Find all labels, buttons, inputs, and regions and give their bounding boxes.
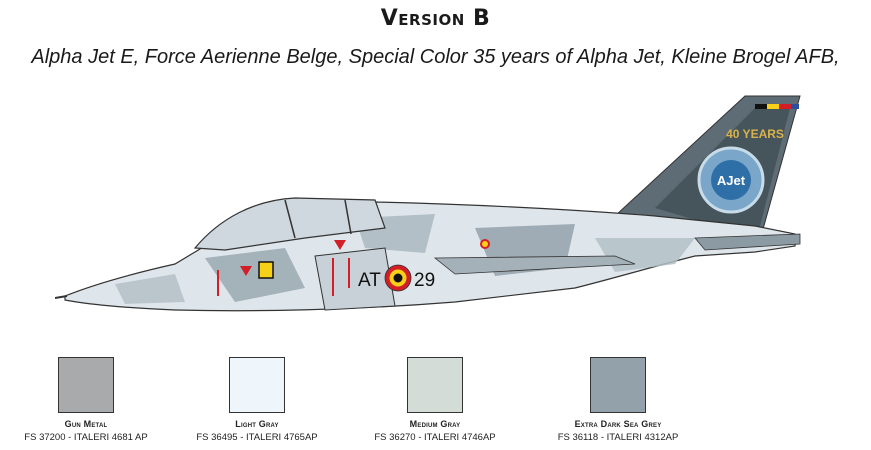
nose-probe <box>55 295 68 299</box>
swatch-code: FS 36118 - ITALERI 4312AP <box>557 432 679 443</box>
serial-code: AT <box>358 270 381 291</box>
swatch-code: FS 36495 - ITALERI 4765AP <box>196 432 318 443</box>
swatch-name: Gun Metal <box>64 419 108 429</box>
tail-badge-text: AJet <box>717 173 746 188</box>
swatch-chip <box>58 357 114 413</box>
air-intake <box>314 247 396 311</box>
tail-flag-black <box>755 104 767 109</box>
version-title: Version B <box>380 6 491 31</box>
swatch-name: Extra Dark Sea Grey <box>574 419 662 429</box>
camo-patch <box>205 248 305 302</box>
color-swatch-extra-dark-sea-grey: Extra Dark Sea Grey FS 36118 - ITALERI 4… <box>528 357 708 443</box>
swatch-name: Medium Gray <box>409 419 461 429</box>
color-swatch-light-gray: Light Gray FS 36495 - ITALERI 4765AP <box>167 357 347 443</box>
tail-flag-red <box>779 104 791 109</box>
roundel-center <box>393 273 403 283</box>
serial-number: 29 <box>414 270 435 291</box>
swatch-name: Light Gray <box>235 419 279 429</box>
aircraft-description: Alpha Jet E, Force Aerienne Belge, Speci… <box>31 46 840 68</box>
canopy-frame <box>284 199 296 239</box>
camo-patch <box>115 274 185 304</box>
color-swatch-medium-gray: Medium Gray FS 36270 - ITALERI 4746AP <box>345 357 525 443</box>
swatch-chip <box>407 357 463 413</box>
tail-flag-yellow <box>767 104 779 109</box>
wing-roundel-inner <box>482 241 488 247</box>
swatch-chip <box>590 357 646 413</box>
wing-root <box>433 255 636 275</box>
swatch-code: FS 36270 - ITALERI 4746AP <box>374 432 496 443</box>
warning-triangle <box>240 266 252 276</box>
canopy <box>193 197 386 251</box>
swatch-code: FS 37200 - ITALERI 4681 AP <box>24 432 148 443</box>
tail-badge-core <box>711 160 751 200</box>
tail-flag-blue <box>791 104 799 109</box>
color-swatch-gun-metal: Gun Metal FS 37200 - ITALERI 4681 AP <box>0 357 176 443</box>
swatch-chip <box>229 357 285 413</box>
rescue-marking <box>258 261 274 279</box>
aircraft-profile-illustration: AJet 40 YEARS AT 29 <box>55 95 801 312</box>
warning-triangle <box>334 240 346 250</box>
tail-anniversary-text: 40 YEARS <box>726 127 784 141</box>
horizontal-stabilizer <box>694 233 801 251</box>
canopy-frame <box>344 199 352 235</box>
